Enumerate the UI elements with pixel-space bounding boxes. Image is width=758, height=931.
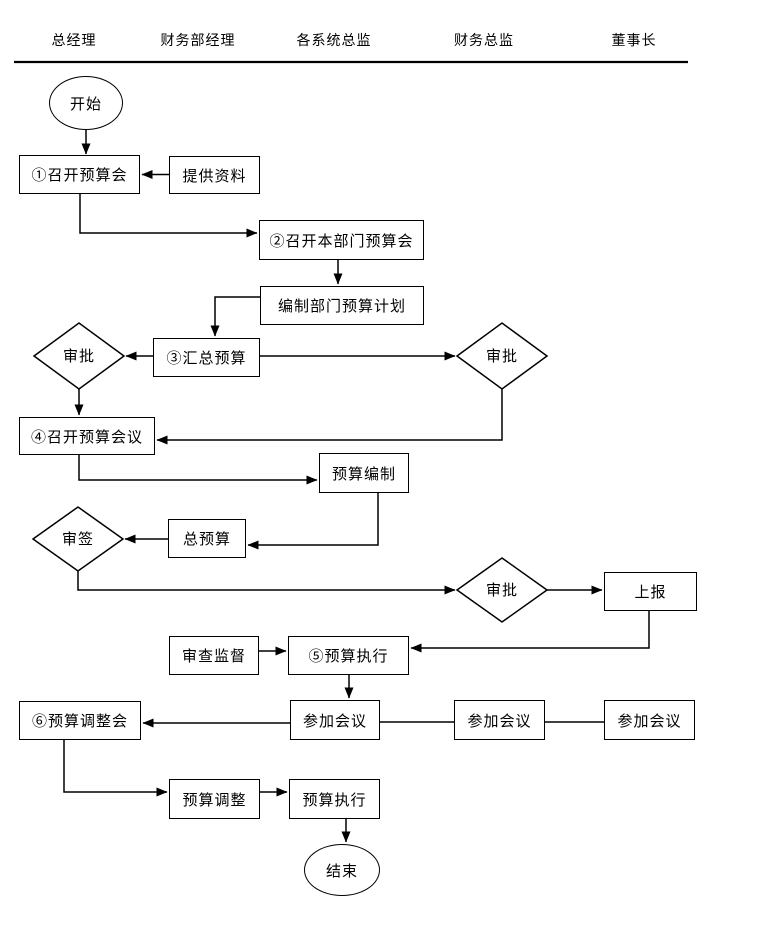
arrow-step4-to-budget-preparation <box>78 455 318 485</box>
decision-approve-left-label: 审批 <box>62 347 95 365</box>
budget-execution-2-label: 预算执行 <box>302 790 367 809</box>
decision-approve-right1-shape <box>455 322 549 390</box>
report-up-box: 上报 <box>604 572 697 611</box>
start-terminator: 开始 <box>49 76 123 130</box>
budget-adjustment-box: 预算调整 <box>169 779 260 819</box>
attend-meeting-3-label: 参加会议 <box>617 711 682 730</box>
provide-materials-label: 提供资料 <box>182 166 247 185</box>
step1-hold-budget-meeting-box: ①召开预算会 <box>19 155 140 194</box>
arrow-step1-to-step2 <box>79 194 258 238</box>
arrow-draft-plan-to-step3 <box>210 296 260 337</box>
lane-header-general-manager: 总经理 <box>51 33 97 49</box>
attend-meeting-2-label: 参加会议 <box>467 711 532 730</box>
total-budget-label: 总预算 <box>182 530 231 548</box>
step4-label: ④召开预算会议 <box>30 427 143 446</box>
decision-sign-review-shape <box>31 506 125 572</box>
total-budget-box: 总预算 <box>168 519 246 558</box>
lane-header-chairman: 董事长 <box>611 33 657 49</box>
report-up-label: 上报 <box>634 583 667 601</box>
step5-label: ⑤预算执行 <box>308 647 389 665</box>
audit-supervision-box: 审查监督 <box>169 636 259 675</box>
step4-budget-conference-box: ④召开预算会议 <box>19 417 155 455</box>
lane-header-finance-dept-manager: 财务部经理 <box>160 33 236 49</box>
decision-approve-right1-label: 审批 <box>485 347 518 365</box>
audit-supervision-label: 审查监督 <box>181 647 246 665</box>
attend-meeting-2-box: 参加会议 <box>454 700 545 740</box>
step3-label: ③汇总预算 <box>166 349 247 367</box>
decision-approve-left-shape <box>32 322 126 390</box>
lane-header-finance-director: 财务总监 <box>454 33 514 49</box>
start-label: 开始 <box>69 94 102 113</box>
budget-adjustment-label: 预算调整 <box>182 790 247 809</box>
step2-label: ②召开本部门预算会 <box>269 231 414 250</box>
provide-materials-box: 提供资料 <box>169 156 260 194</box>
draft-plan-label: 编制部门预算计划 <box>277 297 406 315</box>
arrow-step6-to-budget-adjustment <box>63 740 168 797</box>
budget-preparation-box: 预算编制 <box>319 453 409 493</box>
attend-meeting-1-box: 参加会议 <box>290 700 380 740</box>
budget-execution-2-box: 预算执行 <box>289 779 380 819</box>
decision-approve-right2-label: 审批 <box>485 581 518 599</box>
arrow-budget-preparation-to-total-budget <box>247 493 379 550</box>
step3-summarize-budget-box: ③汇总预算 <box>153 338 260 377</box>
arrow-approve-right1-to-step4 <box>156 389 503 445</box>
step6-budget-adjust-meeting-box: ⑥预算调整会 <box>19 701 141 740</box>
lane-header-system-directors: 各系统总监 <box>296 33 372 49</box>
step2-dept-budget-meeting-box: ②召开本部门预算会 <box>259 220 424 260</box>
step6-label: ⑥预算调整会 <box>31 712 128 730</box>
draft-dept-budget-plan-box: 编制部门预算计划 <box>260 286 424 325</box>
arrow-sign-review-to-approve-right2 <box>77 571 456 595</box>
decision-sign-review-label: 审签 <box>61 530 94 548</box>
step5-budget-execution-box: ⑤预算执行 <box>288 636 409 675</box>
end-label: 结束 <box>325 861 358 880</box>
arrow-report-to-step5 <box>410 611 650 653</box>
budget-preparation-label: 预算编制 <box>331 464 396 483</box>
step1-label: ①召开预算会 <box>31 166 128 184</box>
end-terminator: 结束 <box>304 844 380 896</box>
attend-meeting-3-box: 参加会议 <box>604 700 695 740</box>
attend-meeting-1-label: 参加会议 <box>302 711 367 730</box>
